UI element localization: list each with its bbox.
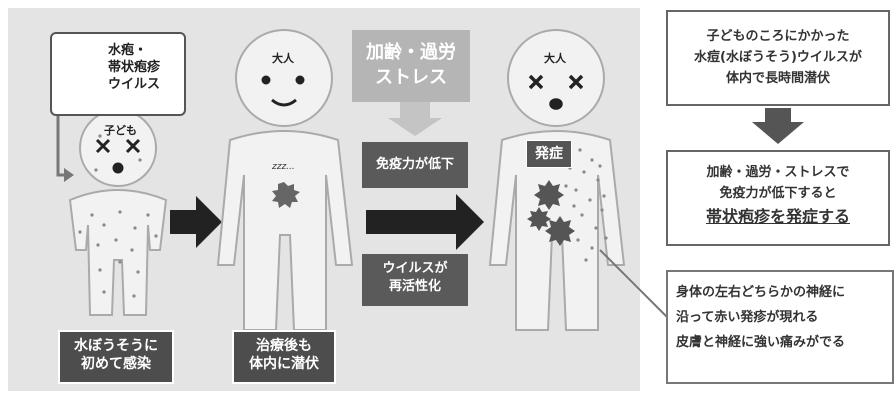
trigger-line: 加齢・過労 [366, 42, 456, 63]
caption-line: 体内に潜伏 [249, 356, 319, 372]
onset-rash-dots [564, 148, 608, 262]
adult-face [261, 75, 305, 107]
immunity-down-label: 免疫力が低下 [362, 142, 468, 188]
trigger-line: ストレス [375, 67, 447, 88]
right-down-arrow [752, 108, 804, 144]
sleeping-zzz: zzz... [272, 162, 295, 172]
reactivation-label: ウイルスが 再活性化 [362, 254, 468, 306]
description-line: 体内で長時間潜伏 [725, 71, 830, 86]
description-line: 水痘(水ぼうそう)ウイルスが [694, 50, 862, 65]
description-line: 子どものころにかかった [706, 29, 850, 44]
arrow-stage2-to-stage3 [366, 194, 484, 250]
virus-callout-line: 水疱・ [108, 43, 148, 58]
callout-pointer-line [56, 112, 70, 177]
reactivation-line: 再活性化 [388, 279, 441, 294]
trigger-down-arrow [388, 102, 442, 136]
adult-onset-figure [488, 29, 626, 331]
caption-line: 治療後も [256, 338, 312, 354]
adult-figure-label: 大人 [272, 52, 294, 65]
virus-callout-line: 帯状疱疹 [108, 60, 161, 75]
callout-pointer-arrowhead [64, 168, 74, 182]
description-line: 沿って赤い発疹が現れる [676, 310, 819, 325]
reactivated-virus-icons [527, 180, 575, 246]
reactivation-line: ウイルスが [382, 261, 448, 276]
caption-line: 初めて感染 [81, 356, 151, 372]
virus-callout-line: ウイルス [108, 77, 161, 92]
onset-description-box: 加齢・過労・ストレスで 免疫力が低下すると 帯状疱疹を発症する [666, 150, 890, 246]
description-line: 皮膚と神経に強い痛みがでる [676, 335, 846, 350]
description-line: 免疫力が低下すると [719, 186, 837, 201]
description-line: 身体の左右どちらかの神経に [676, 285, 846, 300]
arrow-stage1-to-stage2 [170, 196, 222, 248]
child-figure-label: 子ども [104, 124, 137, 137]
caption-stage2: 治療後も 体内に潜伏 [232, 330, 336, 384]
virus-callout: 水疱・ 帯状疱疹 ウイルス [50, 32, 186, 116]
callout-line-to-description [599, 249, 669, 319]
onset-badge: 発症 [526, 140, 572, 168]
adult-figure [216, 29, 354, 331]
onset-emphasis-text: 帯状疱疹を発症する [705, 207, 850, 226]
description-line: 加齢・過労・ストレスで [706, 165, 850, 180]
dormant-virus-icon [272, 182, 300, 208]
latency-description-box: 子どものころにかかった 水痘(水ぼうそう)ウイルスが 体内で長時間潜伏 [666, 10, 890, 106]
virus-callout-text: 水疱・ 帯状疱疹 ウイルス [108, 42, 160, 93]
trigger-box: 加齢・過労 ストレス [352, 30, 470, 102]
symptom-description-box: 身体の左右どちらかの神経に 沿って赤い発疹が現れる 皮膚と神経に強い痛みがでる [666, 270, 894, 384]
adult-onset-figure-label: 大人 [544, 52, 566, 65]
adult-onset-face [528, 74, 584, 110]
caption-stage1: 水ぼうそうに 初めて感染 [58, 330, 174, 384]
child-face [95, 138, 141, 174]
caption-line: 水ぼうそうに [74, 338, 158, 354]
child-figure [68, 109, 168, 316]
child-rash-dots [78, 134, 158, 298]
